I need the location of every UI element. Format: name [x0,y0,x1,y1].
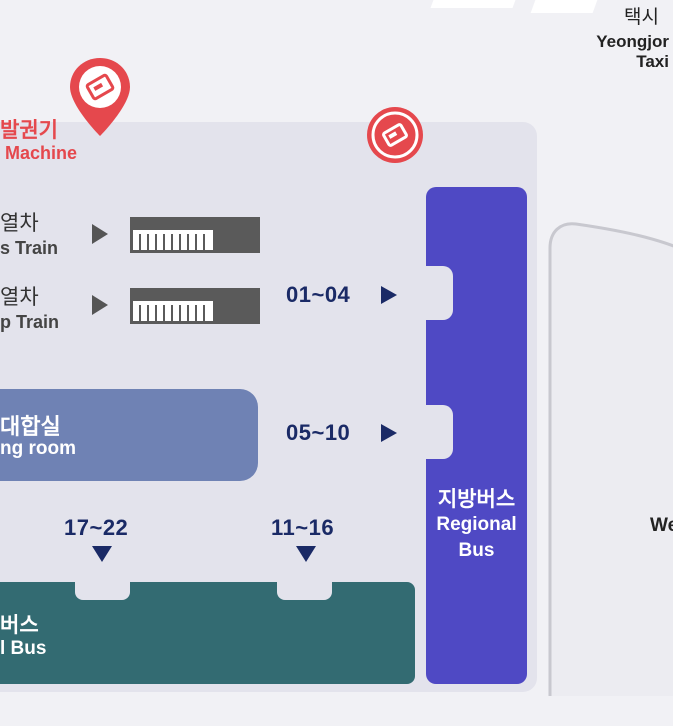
gate-label-11-16: 11~16 [271,515,335,540]
adjacent-building [548,222,673,696]
road-stripe [530,0,598,13]
gate-label-17-22: 17~22 [64,515,129,540]
waiting-room-area[interactable] [0,389,258,481]
regional-bus-gate-notch [425,405,453,459]
waiting-room-label-ko: 대합실 [0,414,61,439]
train-1-arrow-icon [92,224,108,244]
gate-01-04-arrow-icon [381,286,397,304]
train-1-label-en: s Train [0,238,59,258]
waiting-room-label-en: ng room [0,438,76,459]
gate-17-22-arrow-icon [92,546,112,562]
taxi-label-en-line2: Taxi [636,52,669,71]
city-bus-label-ko: 버스 [0,614,39,637]
road-stripe [430,0,516,8]
taxi-label-en-line1: Yeongjor [596,32,669,51]
train-1-label-ko: 열차 [0,212,39,235]
ticket-machine-label-en: Machine [5,143,78,163]
regional-bus-label-en: Regional Bus [436,514,517,561]
ticket-pin-icon[interactable] [68,56,132,138]
gate-05-10-arrow-icon [381,424,397,442]
train-2-label-ko: 열차 [0,286,39,309]
building-label: We [650,515,673,536]
city-bus-label-en: l Bus [0,638,47,659]
city-bus-gate-notch [277,582,332,600]
train-2-arrow-icon [92,295,108,315]
ticket-circle-icon[interactable] [366,106,424,164]
train-2-label-en: p Train [0,312,60,332]
ticket-machine-label-ko: 발권기 [0,119,58,142]
regional-bus-label-ko: 지방버스 [437,488,516,511]
gate-label-05-10: 05~10 [286,420,351,445]
city-bus-gate-notch [75,582,130,600]
gate-label-01-04: 01~04 [286,282,351,307]
train-1-gate-icon [130,217,260,253]
taxi-label-en: Yeongjor Taxi [596,32,669,72]
train-2-gate-icon [130,288,260,324]
city-bus-area[interactable] [0,582,415,684]
taxi-label-ko: 택시 [624,7,659,28]
regional-bus-gate-notch [425,266,453,320]
gate-11-16-arrow-icon [296,546,316,562]
